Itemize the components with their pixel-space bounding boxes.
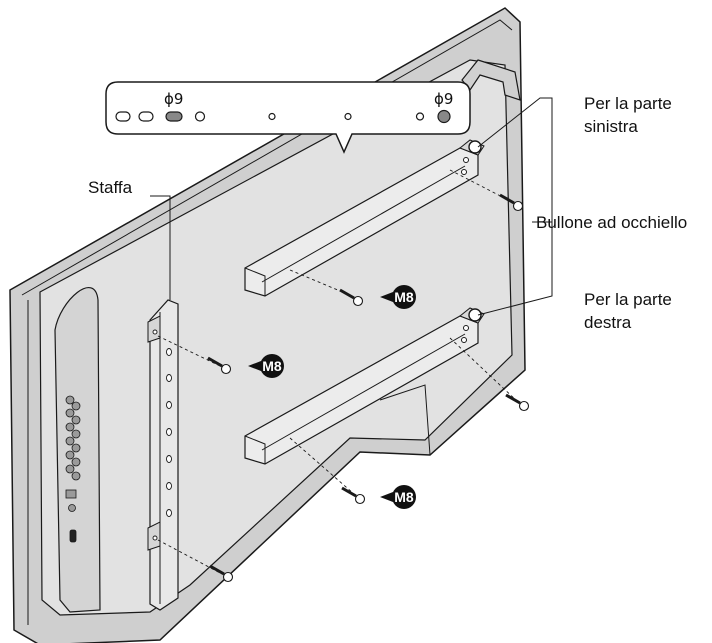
vertical-bracket (147, 299, 179, 611)
lower-eye-bolt (468, 308, 482, 322)
hole-callout: ϕ9 ϕ9 (105, 81, 471, 154)
right-part-label-line1: Per la parte (584, 290, 672, 309)
connector-terminals (65, 395, 81, 543)
leader-lines (150, 97, 553, 316)
screw-icon (339, 288, 364, 307)
screw-icon (341, 486, 366, 505)
right-part-label-line2: destra (584, 313, 632, 332)
screw-icon (209, 564, 234, 583)
panel-handle (461, 59, 521, 101)
hole-size-left: ϕ9 (164, 90, 183, 108)
eye-bolt-label: Bullone ad occhiello (536, 213, 687, 232)
lower-rail (244, 307, 485, 465)
panel-bezel-line (21, 19, 513, 296)
screw-icon (499, 193, 524, 212)
callout-holes (115, 109, 451, 124)
m8-badge: M8 (380, 285, 416, 309)
hole-size-right: ϕ9 (434, 90, 453, 108)
bolt-badges: M8 M8 M8 (248, 285, 416, 509)
screws (207, 193, 530, 583)
screw-icon (505, 393, 530, 412)
staffa-label: Staffa (88, 178, 133, 197)
m8-label: M8 (262, 358, 282, 374)
screw-icon (207, 356, 232, 375)
upper-eye-bolt (468, 140, 482, 154)
m8-label: M8 (394, 289, 414, 305)
upper-rail (244, 139, 485, 297)
m8-badge: M8 (248, 354, 284, 378)
m8-label: M8 (394, 489, 414, 505)
callout-box (105, 81, 471, 154)
panel-lower-step (379, 384, 431, 456)
m8-badge: M8 (380, 485, 416, 509)
left-part-label-line1: Per la parte (584, 94, 672, 113)
left-part-label-line2: sinistra (584, 117, 638, 136)
